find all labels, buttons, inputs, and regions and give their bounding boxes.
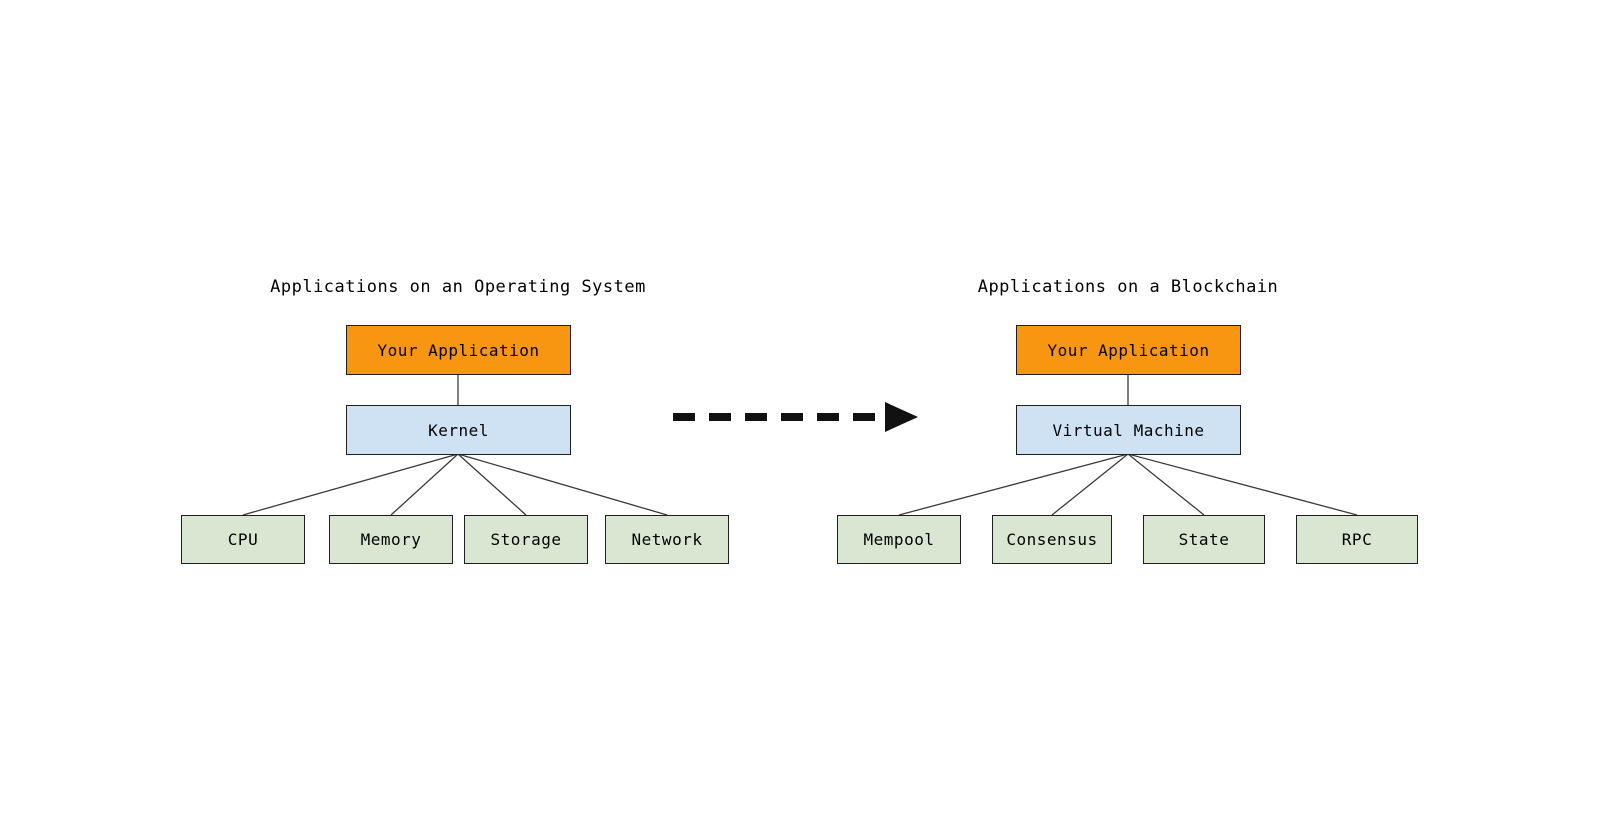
left-child-node-memory: Memory (329, 515, 453, 564)
left-child-label-memory: Memory (360, 530, 422, 549)
left-middle-label: Kernel (428, 420, 489, 440)
left-diagram-title: Applications on an Operating System (270, 277, 646, 297)
left-fan-line-network (457, 453, 668, 516)
left-fan-line-memory (390, 453, 459, 516)
left-child-node-cpu: CPU (181, 515, 305, 564)
right-diagram-title: Applications on a Blockchain (977, 277, 1279, 297)
left-root-label: Your Application (377, 340, 540, 360)
right-middle-node-virtual-machine: Virtual Machine (1016, 405, 1241, 455)
left-middle-node-kernel: Kernel (346, 405, 571, 455)
left-root-node-your-application: Your Application (346, 325, 571, 375)
right-child-node-state: State (1143, 515, 1265, 564)
right-child-label-state: State (1178, 530, 1230, 549)
left-fan-line-cpu (242, 453, 459, 516)
right-child-label-consensus: Consensus (1006, 530, 1098, 549)
right-fan-line-consensus (1051, 453, 1129, 516)
right-arrowhead-icon (885, 402, 918, 432)
right-fan-line-mempool (898, 453, 1129, 516)
right-child-label-mempool: Mempool (863, 530, 935, 549)
right-fan-line-state (1127, 453, 1205, 516)
left-child-label-cpu: CPU (227, 530, 259, 549)
right-middle-label: Virtual Machine (1052, 420, 1205, 440)
right-root-label: Your Application (1047, 340, 1210, 360)
right-root-node-your-application: Your Application (1016, 325, 1241, 375)
right-child-node-mempool: Mempool (837, 515, 961, 564)
left-child-label-storage: Storage (490, 530, 562, 549)
right-child-node-consensus: Consensus (992, 515, 1112, 564)
right-fan-line-rpc (1127, 453, 1358, 516)
left-child-node-network: Network (605, 515, 729, 564)
left-child-node-storage: Storage (464, 515, 588, 564)
left-fan-line-storage (457, 453, 527, 516)
left-child-label-network: Network (631, 530, 703, 549)
right-child-label-rpc: RPC (1341, 530, 1373, 549)
right-child-node-rpc: RPC (1296, 515, 1418, 564)
